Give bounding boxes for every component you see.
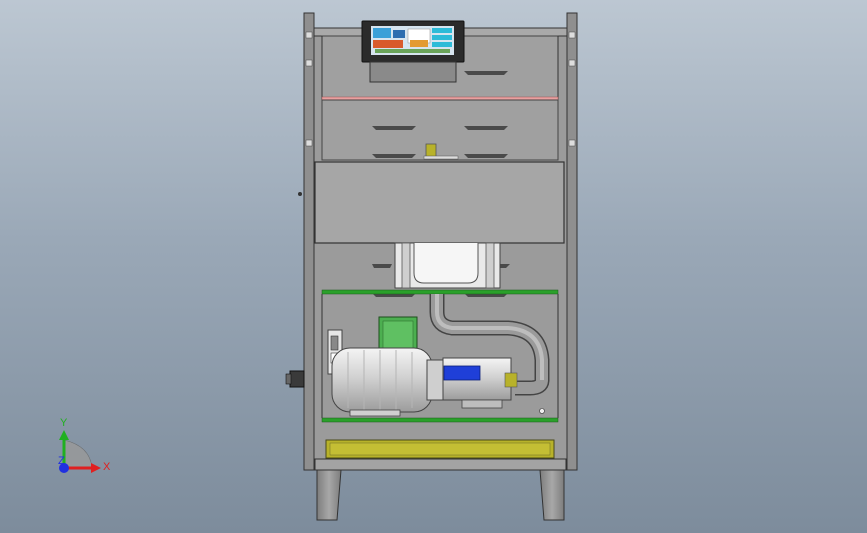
front-cover-panel (314, 161, 565, 244)
coordinate-triad: Y X Z (58, 417, 111, 473)
cabinet-base (314, 458, 567, 471)
z-axis-dot (59, 463, 69, 473)
left-leg (316, 469, 342, 521)
right-leg (539, 469, 565, 521)
vent-slots (372, 71, 510, 297)
lower-shelf (321, 417, 559, 423)
side-control-knob[interactable] (285, 370, 305, 388)
yellow-fitting (425, 143, 437, 158)
triad-y-label: Y (60, 417, 68, 429)
triad-xy-plane-marker (63, 439, 93, 469)
hmi-touch-screen[interactable] (361, 20, 465, 63)
machine-cabinet[interactable] (285, 12, 578, 521)
left-frame-post (303, 12, 315, 471)
triad-z-label: Z (58, 455, 65, 467)
shaft-coupling (443, 365, 481, 381)
pump-housing (394, 242, 501, 289)
right-frame-post (566, 12, 578, 471)
triad-x-label: X (103, 461, 111, 473)
electric-motor (327, 329, 518, 417)
screen-mount (369, 61, 457, 83)
upper-shelf (321, 289, 559, 295)
